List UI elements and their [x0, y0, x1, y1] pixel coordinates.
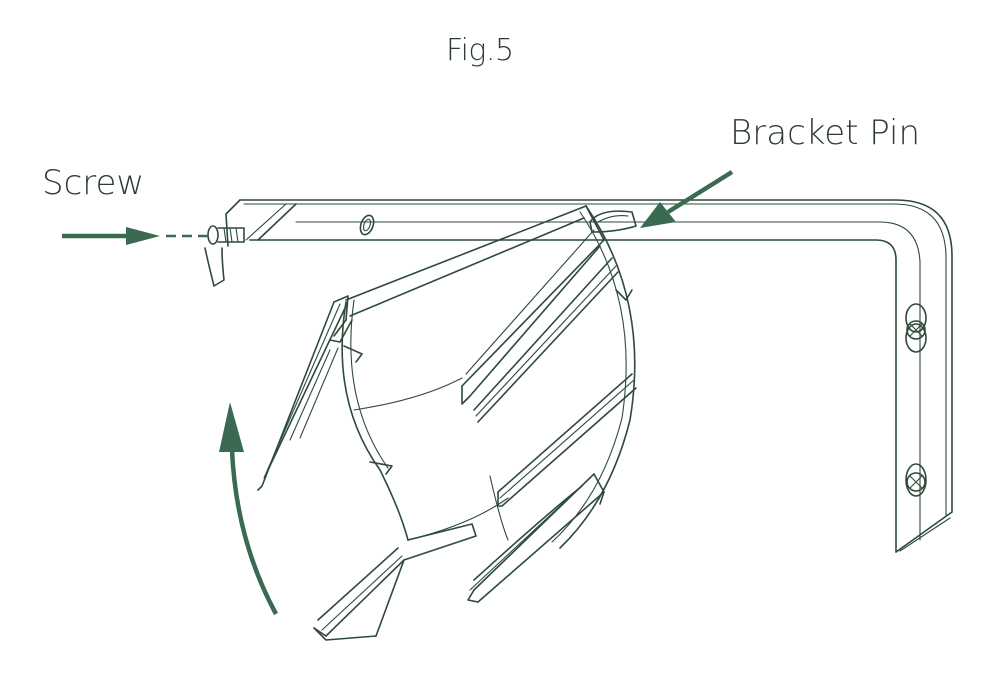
screw-icon [204, 225, 245, 287]
figure-title: Fig.5 [446, 33, 514, 68]
l-bracket-drawing [225, 199, 953, 553]
wall-screw-icon [905, 303, 927, 353]
down-left-arrow [640, 170, 734, 228]
bracket-pin-label: Bracket Pin [730, 113, 921, 153]
wall-screw-icon [905, 463, 927, 497]
curved-up-arrow [219, 402, 278, 616]
headrail-profile-drawing [257, 205, 637, 641]
right-arrow [62, 227, 212, 245]
slot-icon [359, 214, 375, 236]
screw-label: Screw [42, 163, 145, 203]
